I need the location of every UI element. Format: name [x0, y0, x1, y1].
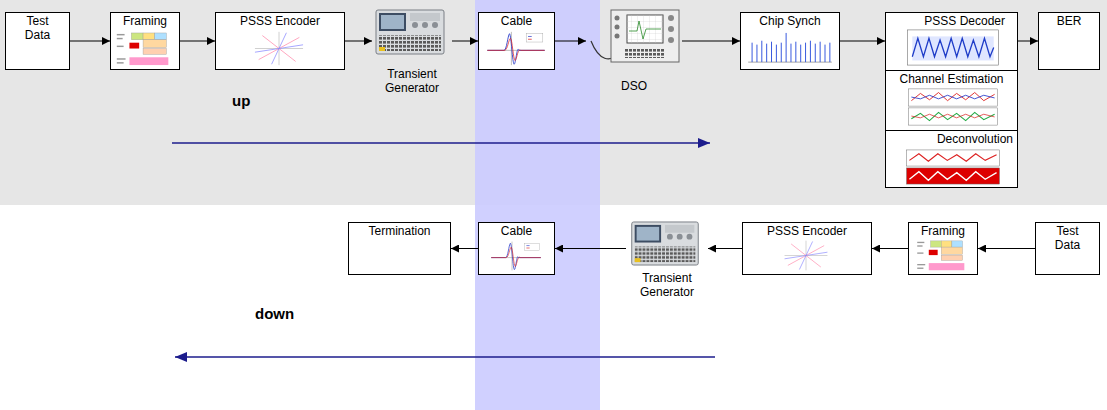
generator-figure: [376, 10, 444, 54]
box-label: Cable: [501, 15, 532, 29]
cable-band: [475, 0, 600, 410]
flow-arrow: [451, 248, 478, 249]
box-label: Framing: [123, 15, 167, 29]
box-label: Chip Synch: [759, 15, 820, 29]
process-box: BER: [1038, 12, 1100, 70]
flow-arrow: [840, 41, 885, 42]
box-label: Channel Estimation: [899, 73, 1003, 87]
box-label: Termination: [368, 225, 430, 239]
flow-arrow: [345, 41, 372, 42]
process-box: PSSS Encoder: [742, 222, 872, 275]
direction-arrow: [175, 356, 715, 358]
flow-arrow: [555, 41, 586, 42]
box-label: PSSS Encoder: [767, 225, 847, 239]
chip-figure: [748, 33, 832, 62]
process-box: Test Data: [5, 12, 70, 70]
process-box: Cable: [478, 12, 555, 70]
process-box: PSSS Encoder: [215, 12, 345, 70]
process-box: Cable: [478, 222, 555, 275]
flow-arrow: [872, 248, 908, 249]
pulse-figure: [487, 32, 544, 65]
box-label: Test Data: [18, 15, 58, 43]
flow-arrow: [452, 41, 478, 42]
generator-figure: [632, 222, 699, 265]
flow-arrow: [682, 41, 740, 42]
box-label: Deconvolution: [937, 133, 1013, 147]
oscilloscope-figure: [591, 10, 679, 62]
box-label: Framing: [921, 225, 965, 239]
box-label: Cable: [501, 225, 532, 239]
framing-figure: [917, 241, 964, 270]
flow-arrow: [180, 41, 215, 42]
box-label: PSSS Decoder: [924, 15, 1005, 29]
box-label: DSO: [621, 80, 647, 94]
box-label: Test Data: [1048, 225, 1088, 253]
direction-label: down: [255, 305, 294, 322]
pulse-figure: [491, 242, 541, 271]
constellation-figure: [255, 32, 303, 65]
box-label: Transient Generator: [632, 272, 702, 300]
constellation-figure: [785, 241, 828, 271]
box-label: BER: [1057, 15, 1082, 29]
box-label: PSSS Encoder: [240, 15, 320, 29]
process-box: Termination: [348, 222, 451, 275]
deconvolution-figure: [907, 150, 1000, 184]
flow-arrow: [555, 248, 626, 249]
flow-arrow: [70, 41, 110, 42]
flow-arrow: [708, 248, 742, 249]
framing-figure: [117, 33, 169, 65]
box-label: Transient Generator: [377, 68, 447, 96]
decoder-figure: [908, 30, 999, 65]
direction-label: up: [232, 92, 250, 109]
estimation-figure: [909, 89, 998, 125]
flow-arrow: [1018, 41, 1038, 42]
process-box: Test Data: [1035, 222, 1100, 275]
flow-arrow: [978, 248, 1035, 249]
direction-arrow: [172, 142, 710, 144]
